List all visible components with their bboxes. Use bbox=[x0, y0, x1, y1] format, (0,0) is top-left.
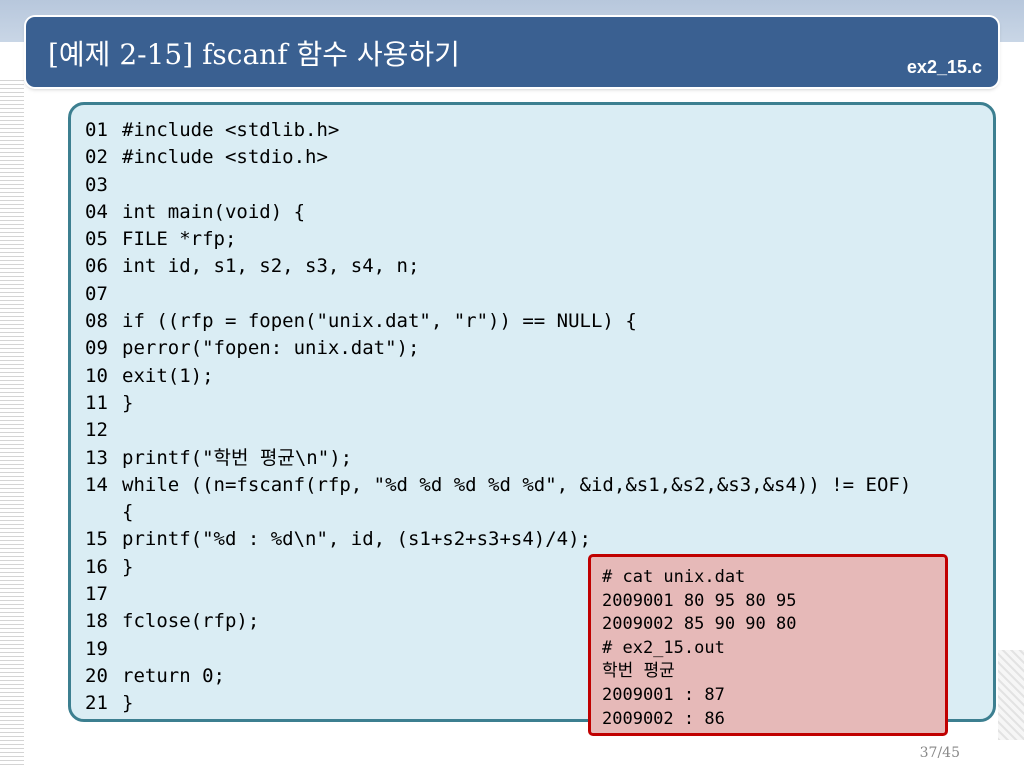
line-number: 13 bbox=[85, 446, 108, 469]
code-text: printf("%d : %d\n", id, (s1+s2+s3+s4)/4)… bbox=[122, 528, 591, 551]
code-line: 02 #include <stdio.h> bbox=[85, 144, 911, 171]
code-line: 18 fclose(rfp); bbox=[85, 608, 911, 635]
code-text: if ((rfp = fopen("unix.dat", "r")) == NU… bbox=[122, 310, 637, 333]
corner-decoration bbox=[998, 650, 1024, 740]
code-line: 16} bbox=[85, 554, 911, 581]
code-text: printf("학번 평균\n"); bbox=[122, 446, 353, 469]
output-line: 학번 평균 bbox=[602, 661, 675, 682]
code-line: 08 if ((rfp = fopen("unix.dat", "r")) == … bbox=[85, 308, 911, 335]
code-text: exit(1); bbox=[122, 364, 214, 387]
code-line: 04 int main(void) { bbox=[85, 199, 911, 226]
line-number: 04 bbox=[85, 200, 108, 223]
line-number: 02 bbox=[85, 146, 108, 169]
code-text: } bbox=[122, 391, 134, 414]
line-number: 19 bbox=[85, 637, 108, 660]
line-number: 16 bbox=[85, 555, 108, 578]
code-text: perror("fopen: unix.dat"); bbox=[122, 337, 420, 360]
code-text: return 0; bbox=[122, 664, 225, 687]
line-number: 08 bbox=[85, 310, 108, 333]
line-number: 11 bbox=[85, 391, 108, 414]
code-line: 15 printf("%d : %d\n", id, (s1+s2+s3+s4)/… bbox=[85, 526, 911, 553]
code-line: 17 bbox=[85, 581, 911, 608]
code-listing: 01 #include <stdlib.h> 02 #include <stdio.h… bbox=[85, 117, 911, 718]
line-number: 05 bbox=[85, 228, 108, 251]
code-text: } bbox=[122, 555, 134, 578]
line-number: 12 bbox=[85, 419, 108, 442]
code-text: #include <stdlib.h> bbox=[122, 119, 340, 141]
output-line: 2009001 80 95 80 95 bbox=[602, 590, 797, 611]
code-text: FILE *rfp; bbox=[122, 228, 237, 251]
page-number: 37/45 bbox=[919, 745, 960, 761]
line-number: 15 bbox=[85, 528, 108, 551]
line-number: 10 bbox=[85, 364, 108, 387]
code-line: 14 while ((n=fscanf(rfp, "%d %d %d %d %d"… bbox=[85, 472, 911, 499]
code-line: 05 FILE *rfp; bbox=[85, 226, 911, 253]
output-line: # ex2_15.out bbox=[602, 637, 725, 658]
code-line: 21} bbox=[85, 690, 911, 717]
left-stripe-decoration bbox=[0, 80, 24, 768]
line-number: 20 bbox=[85, 664, 108, 687]
code-line: 19 bbox=[85, 636, 911, 663]
line-number: 07 bbox=[85, 282, 108, 305]
output-line: 2009001 : 87 bbox=[602, 684, 725, 705]
line-number: 17 bbox=[85, 583, 108, 606]
code-text: int main(void) { bbox=[122, 200, 306, 223]
line-number: 18 bbox=[85, 610, 108, 633]
code-text: while ((n=fscanf(rfp, "%d %d %d %d %d", … bbox=[122, 473, 912, 496]
code-text: int id, s1, s2, s3, s4, n; bbox=[122, 255, 420, 278]
output-box: # cat unix.dat 2009001 80 95 80 95 2009002… bbox=[588, 554, 948, 736]
code-line: 13 printf("학번 평균\n"); bbox=[85, 445, 911, 472]
code-line: 01 #include <stdlib.h> bbox=[85, 117, 911, 144]
output-line: # cat unix.dat bbox=[602, 567, 746, 587]
code-line: 07 bbox=[85, 281, 911, 308]
file-name-label: ex2_15.c bbox=[906, 57, 982, 77]
line-number: 03 bbox=[85, 173, 108, 196]
code-line: 03 bbox=[85, 172, 911, 199]
line-number: 21 bbox=[85, 692, 108, 715]
code-text: #include <stdio.h> bbox=[122, 146, 328, 169]
line-number: 14 bbox=[85, 473, 108, 496]
line-number: 01 bbox=[85, 119, 108, 141]
code-line: 06 int id, s1, s2, s3, s4, n; bbox=[85, 253, 911, 280]
line-number: 09 bbox=[85, 337, 108, 360]
code-line: { bbox=[85, 499, 911, 526]
code-line: 12 bbox=[85, 417, 911, 444]
output-listing: # cat unix.dat 2009001 80 95 80 95 2009002… bbox=[602, 566, 796, 731]
title-bar: [예제 2-15] fscanf 함수 사용하기 ex2_15.c bbox=[26, 17, 998, 87]
code-text: } bbox=[122, 692, 134, 715]
output-line: 2009002 : 86 bbox=[602, 708, 725, 729]
code-text: { bbox=[122, 501, 134, 524]
code-line: 20 return 0; bbox=[85, 663, 911, 690]
code-line: 10 exit(1); bbox=[85, 363, 911, 390]
code-line: 09 perror("fopen: unix.dat"); bbox=[85, 335, 911, 362]
slide-title: [예제 2-15] fscanf 함수 사용하기 bbox=[48, 38, 460, 71]
output-line: 2009002 85 90 90 80 bbox=[602, 614, 797, 635]
line-number: 06 bbox=[85, 255, 108, 278]
code-text: fclose(rfp); bbox=[122, 610, 260, 633]
code-line: 11} bbox=[85, 390, 911, 417]
